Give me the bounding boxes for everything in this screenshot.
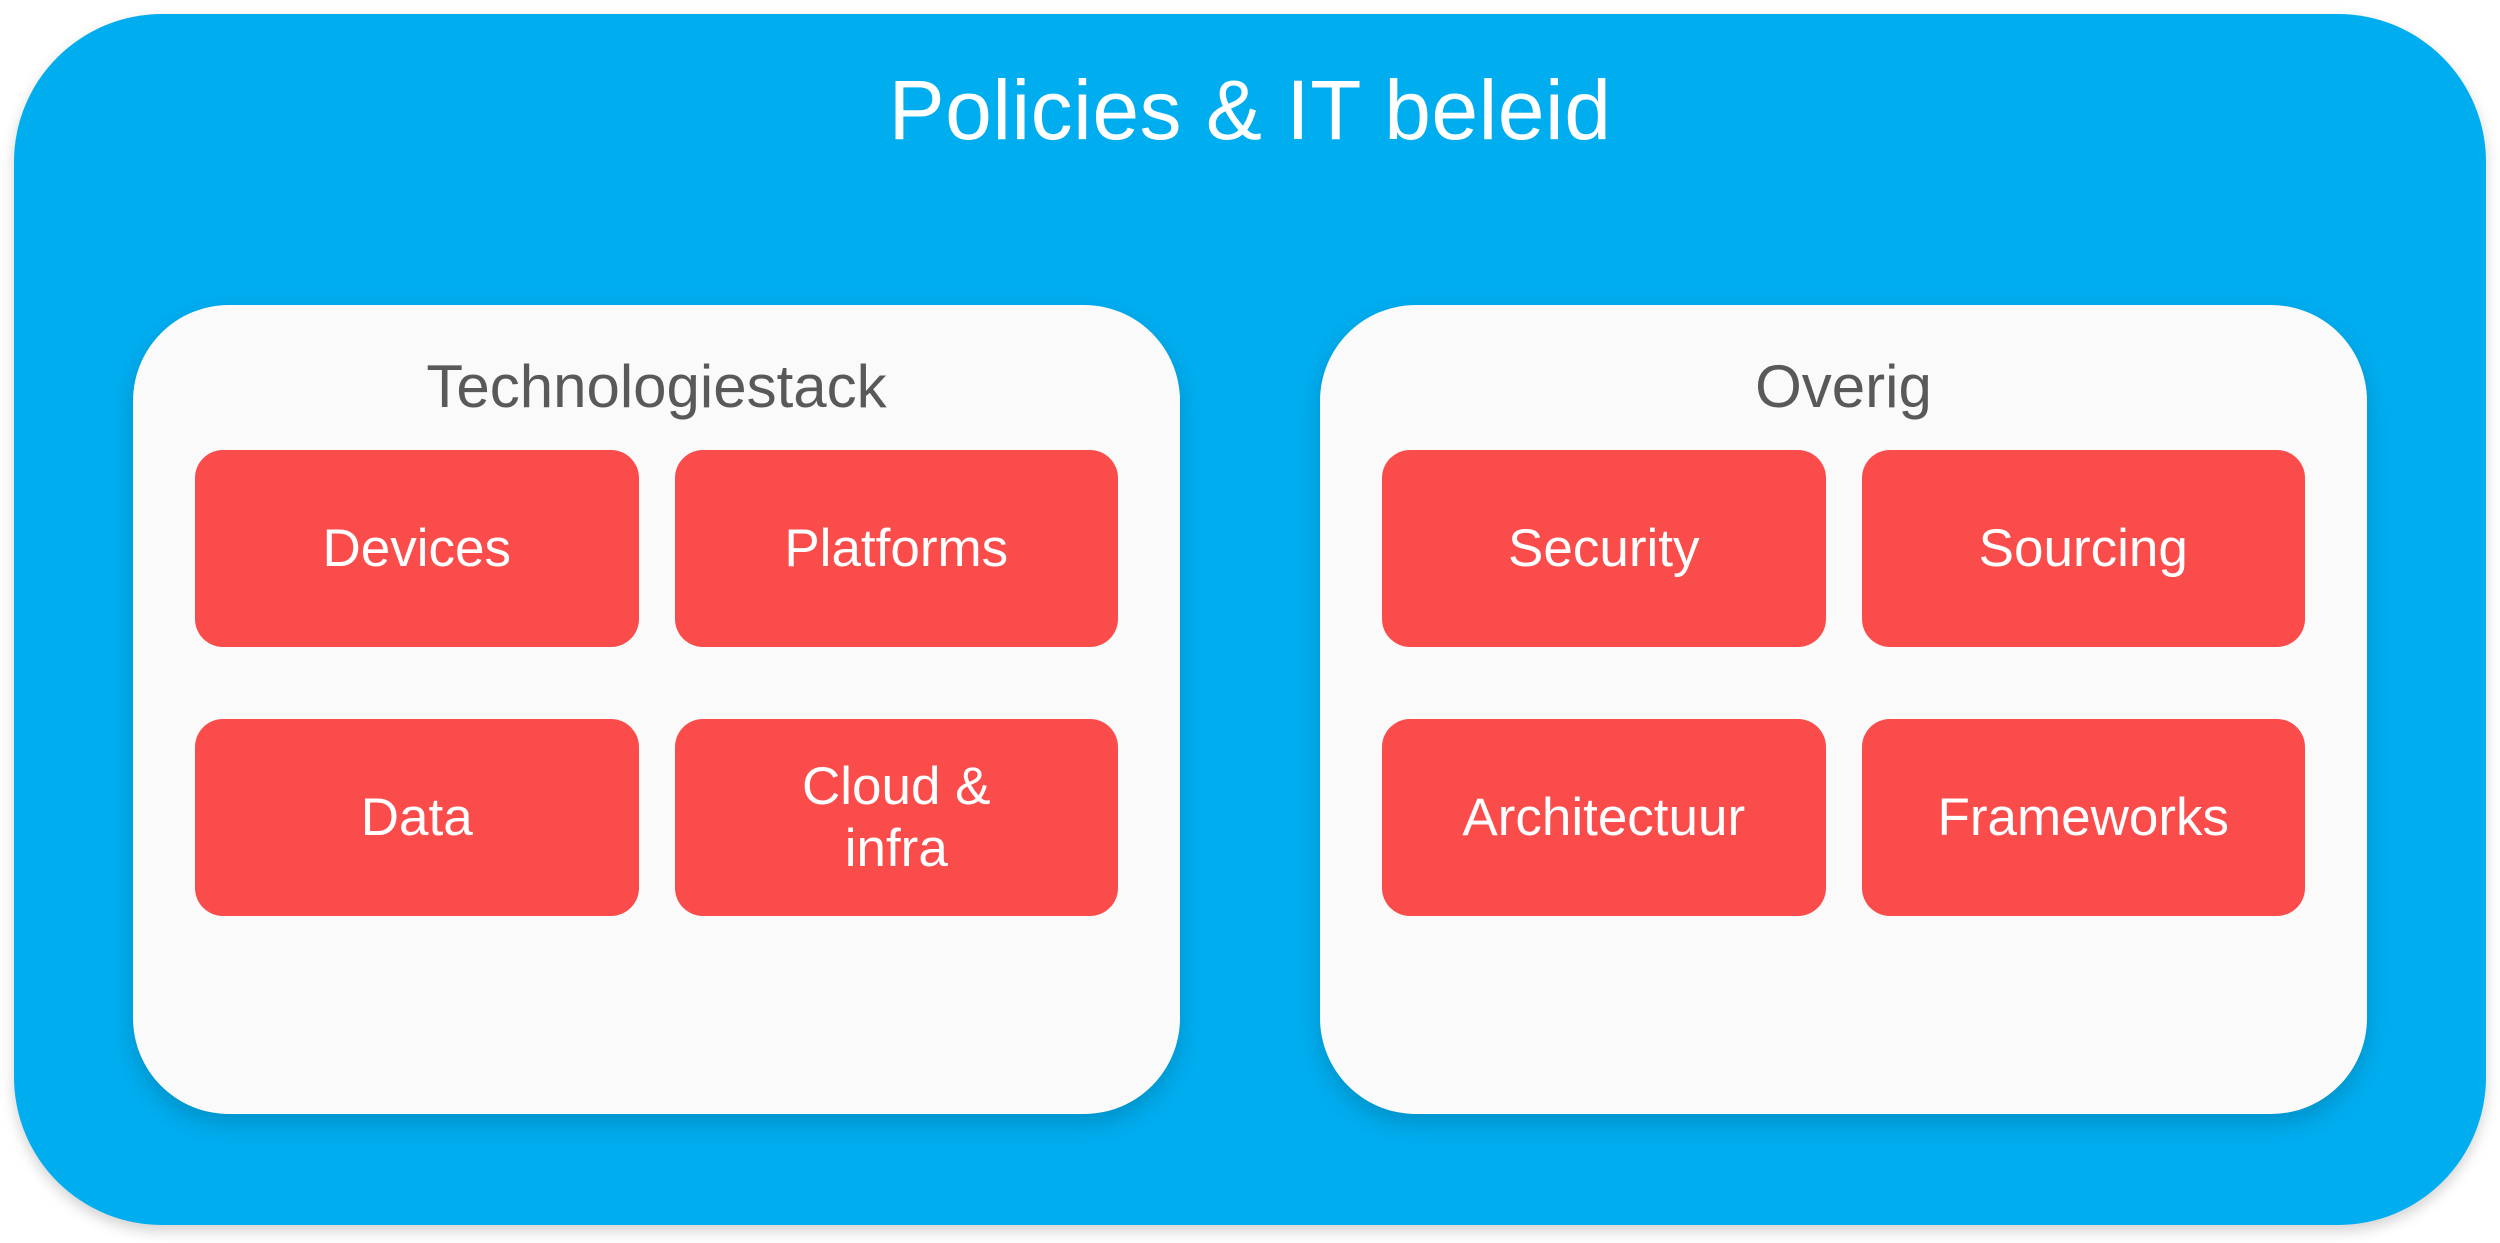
chip-grid-overig: Security Sourcing Architectuur Framework…: [1382, 450, 2305, 916]
chip-cloud-infra[interactable]: Cloud & infra: [674, 719, 1118, 916]
chip-grid-technologiestack: Devices Platforms Data Cloud & infra: [195, 450, 1118, 916]
chip-platforms[interactable]: Platforms: [674, 450, 1118, 647]
chip-data[interactable]: Data: [195, 719, 639, 916]
policies-container: Policies & IT beleid Technologiestack De…: [14, 14, 2486, 1225]
diagram-title: Policies & IT beleid: [888, 63, 1612, 157]
panel-overig: Overig Security Sourcing Architectuur Fr…: [1320, 305, 2367, 1114]
panel-title-technologiestack: Technologiestack: [426, 353, 887, 420]
panel-technologiestack: Technologiestack Devices Platforms Data …: [133, 305, 1180, 1114]
panel-row: Technologiestack Devices Platforms Data …: [133, 305, 2367, 1114]
chip-devices[interactable]: Devices: [195, 450, 639, 647]
chip-frameworks[interactable]: Frameworks: [1861, 719, 2305, 916]
chip-sourcing[interactable]: Sourcing: [1861, 450, 2305, 647]
panel-title-overig: Overig: [1755, 353, 1932, 420]
chip-architectuur[interactable]: Architectuur: [1382, 719, 1826, 916]
chip-security[interactable]: Security: [1382, 450, 1826, 647]
